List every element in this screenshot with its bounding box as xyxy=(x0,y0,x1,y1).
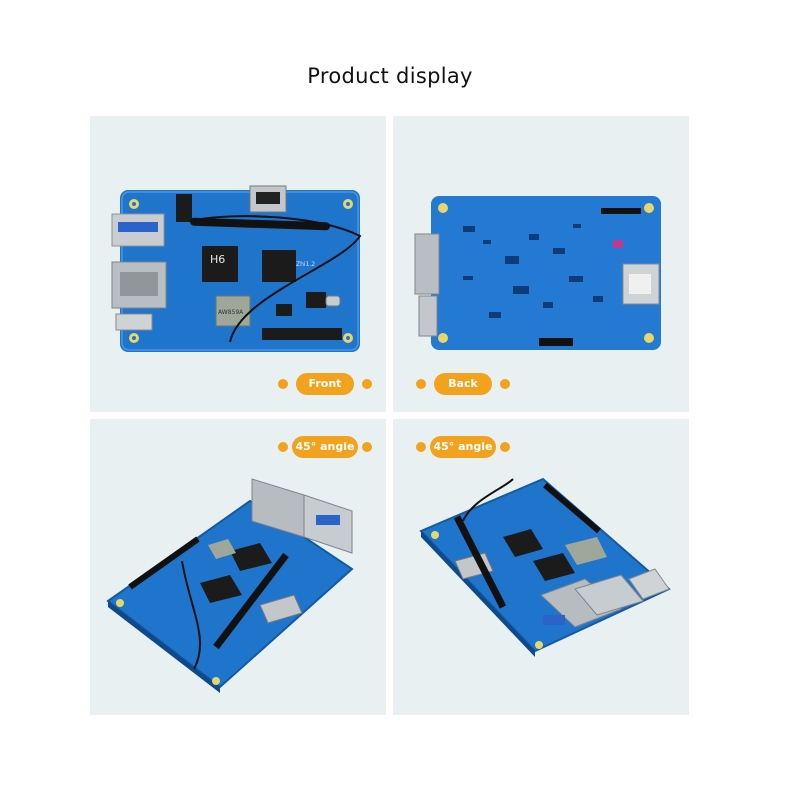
label-angle-2: 45° angle xyxy=(416,436,510,458)
board-angle-right-illustration xyxy=(419,477,671,657)
product-photo-front: H6 AW859A Zhi1.2 Front xyxy=(90,116,386,412)
tag-dot-left xyxy=(278,379,288,389)
product-photo-angle-left: 45° angle xyxy=(90,419,386,715)
tag-dot-right xyxy=(362,379,372,389)
tag-dot-right xyxy=(362,442,372,452)
board-angle-left-illustration xyxy=(106,478,354,693)
page-title: Product display xyxy=(307,64,473,88)
tag-pill: Back xyxy=(434,373,492,395)
tag-dot-right xyxy=(500,442,510,452)
tag-dot-right xyxy=(500,379,510,389)
label-angle-1: 45° angle xyxy=(278,436,372,458)
product-photo-angle-right: 45° angle xyxy=(393,419,689,715)
wifi-module-label: AW859A xyxy=(218,309,244,316)
tag-dot-left xyxy=(416,442,426,452)
board-back-illustration xyxy=(414,196,661,350)
tag-dot-left xyxy=(278,442,288,452)
label-back: Back xyxy=(416,373,510,395)
tag-pill: 45° angle xyxy=(292,436,358,458)
tag-pill: 45° angle xyxy=(430,436,496,458)
soc-label: H6 xyxy=(210,253,225,266)
tag-pill: Front xyxy=(296,373,354,395)
label-front: Front xyxy=(278,373,372,395)
product-photo-back: Back xyxy=(393,116,689,412)
version-label: Zhi1.2 xyxy=(296,261,315,268)
tag-dot-left xyxy=(416,379,426,389)
board-front-illustration: H6 AW859A Zhi1.2 xyxy=(111,185,362,352)
